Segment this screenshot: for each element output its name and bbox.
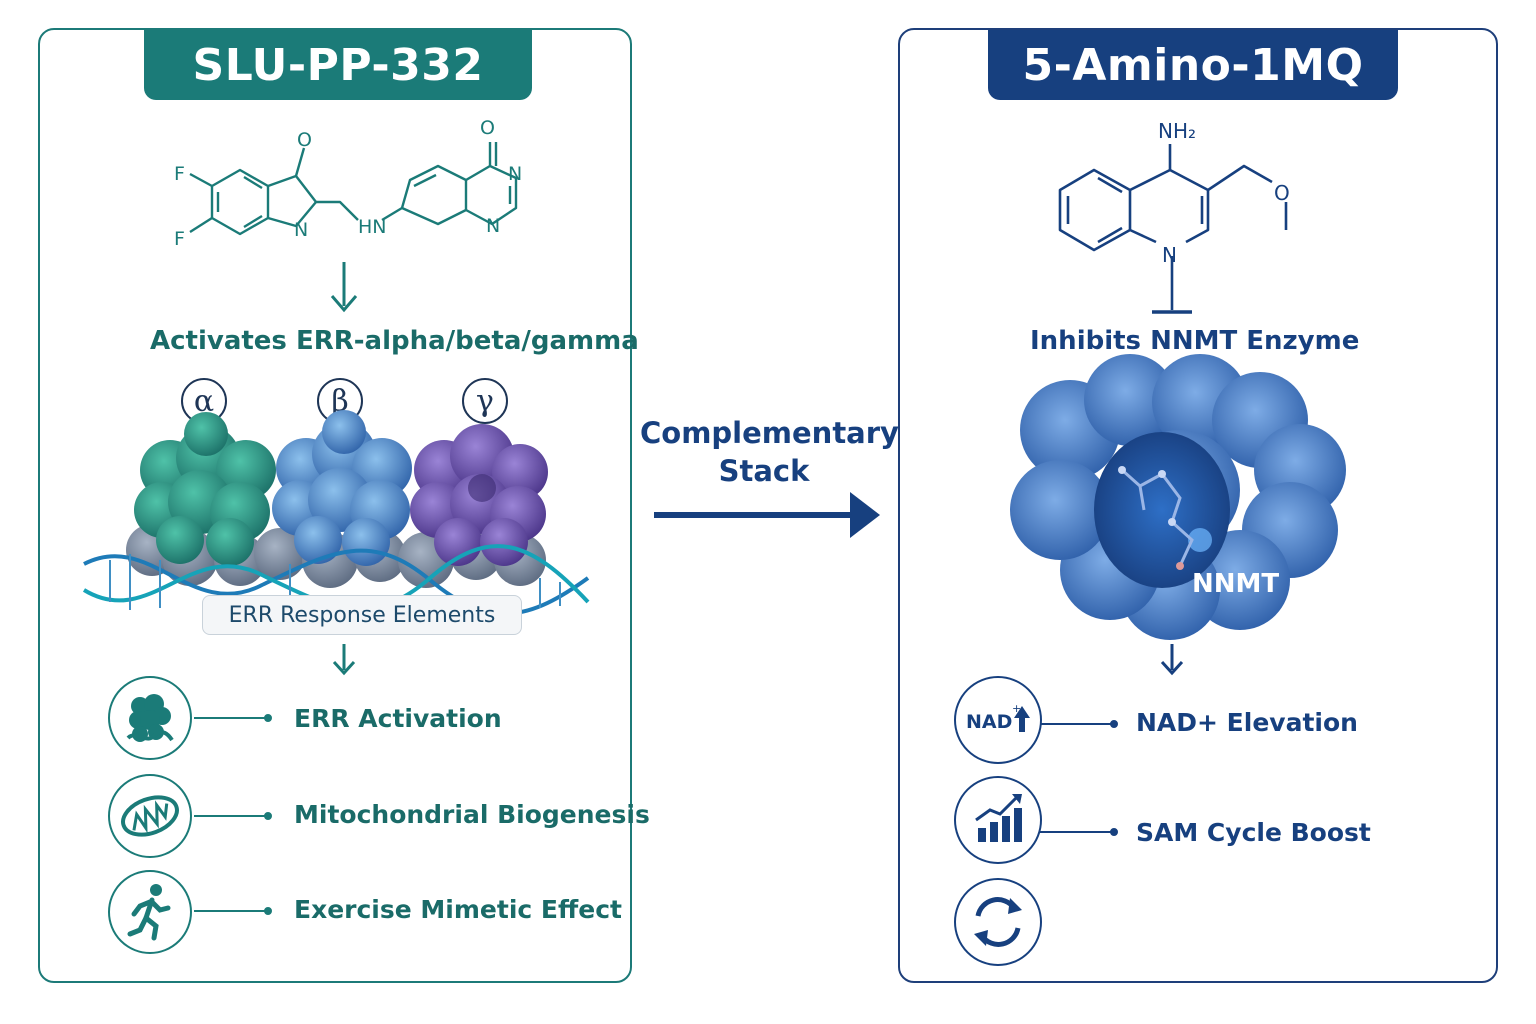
err-activation-label: ERR Activation <box>294 704 502 733</box>
arrow-down-icon <box>332 644 356 676</box>
nad-icon-text: NAD <box>966 711 1012 733</box>
sam-cycle-boost-label: SAM Cycle Boost <box>1136 818 1371 847</box>
slu-pp-332-structure: O F F N HN O N N <box>174 117 522 676</box>
exercise-mimetic-effect-label: Exercise Mimetic Effect <box>294 895 622 924</box>
atom-hn: HN <box>358 216 387 238</box>
atom-n2: N <box>508 163 522 185</box>
atom-o1: O <box>297 129 312 151</box>
effect-connectors <box>194 714 272 915</box>
svg-text:+: + <box>1012 702 1021 715</box>
nnmt-enzyme-illustration: NNMT <box>1010 354 1346 836</box>
nad-elevation-label: NAD+ Elevation <box>1136 708 1358 737</box>
atom-nh2: NH₂ <box>1158 119 1196 143</box>
mitochondria-icon <box>108 774 192 858</box>
atom-f1: F <box>174 163 185 185</box>
err-response-elements-badge: ERR Response Elements <box>202 595 522 635</box>
arrow-down-icon <box>330 262 358 313</box>
atom-n1: N <box>294 219 308 241</box>
nnmt-label: NNMT <box>1192 569 1279 599</box>
slu-pp-332-title: SLU-PP-332 <box>144 30 532 100</box>
5-amino-1mq-structure: NH₂ N O <box>1058 119 1290 314</box>
err-proteins-dna-illustration <box>82 410 590 616</box>
mitochondrial-biogenesis-label: Mitochondrial Biogenesis <box>294 800 650 829</box>
atom-n: N <box>1162 243 1177 267</box>
complementary-text: Complementary <box>640 416 899 450</box>
nad-up-icon: NAD + <box>954 676 1042 764</box>
complementary-stack-label: Complementary Stack <box>640 414 899 490</box>
running-person-icon <box>108 870 192 954</box>
inhibits-nnmt-caption: Inhibits NNMT Enzyme <box>1030 326 1360 356</box>
atom-n3: N <box>486 215 500 237</box>
activates-err-caption: Activates ERR-alpha/beta/gamma <box>150 326 639 356</box>
atom-o2: O <box>480 117 495 139</box>
5-amino-1mq-title: 5-Amino-1MQ <box>988 30 1398 100</box>
atom-f2: F <box>174 228 185 250</box>
stack-text: Stack <box>718 454 810 488</box>
cycle-arrows-icon <box>954 878 1042 966</box>
slu-pp-332-panel: SLU-PP-332 O F <box>38 28 650 983</box>
bar-chart-up-icon <box>954 776 1042 864</box>
5-amino-1mq-panel: 5-Amino-1MQ NH₂ N O Inhibits NNMT Enzyme <box>898 28 1498 983</box>
gamma-symbol: γ <box>462 378 508 424</box>
protein-icon <box>108 676 192 760</box>
arrow-down-icon <box>1160 644 1184 676</box>
atom-o: O <box>1274 181 1290 205</box>
